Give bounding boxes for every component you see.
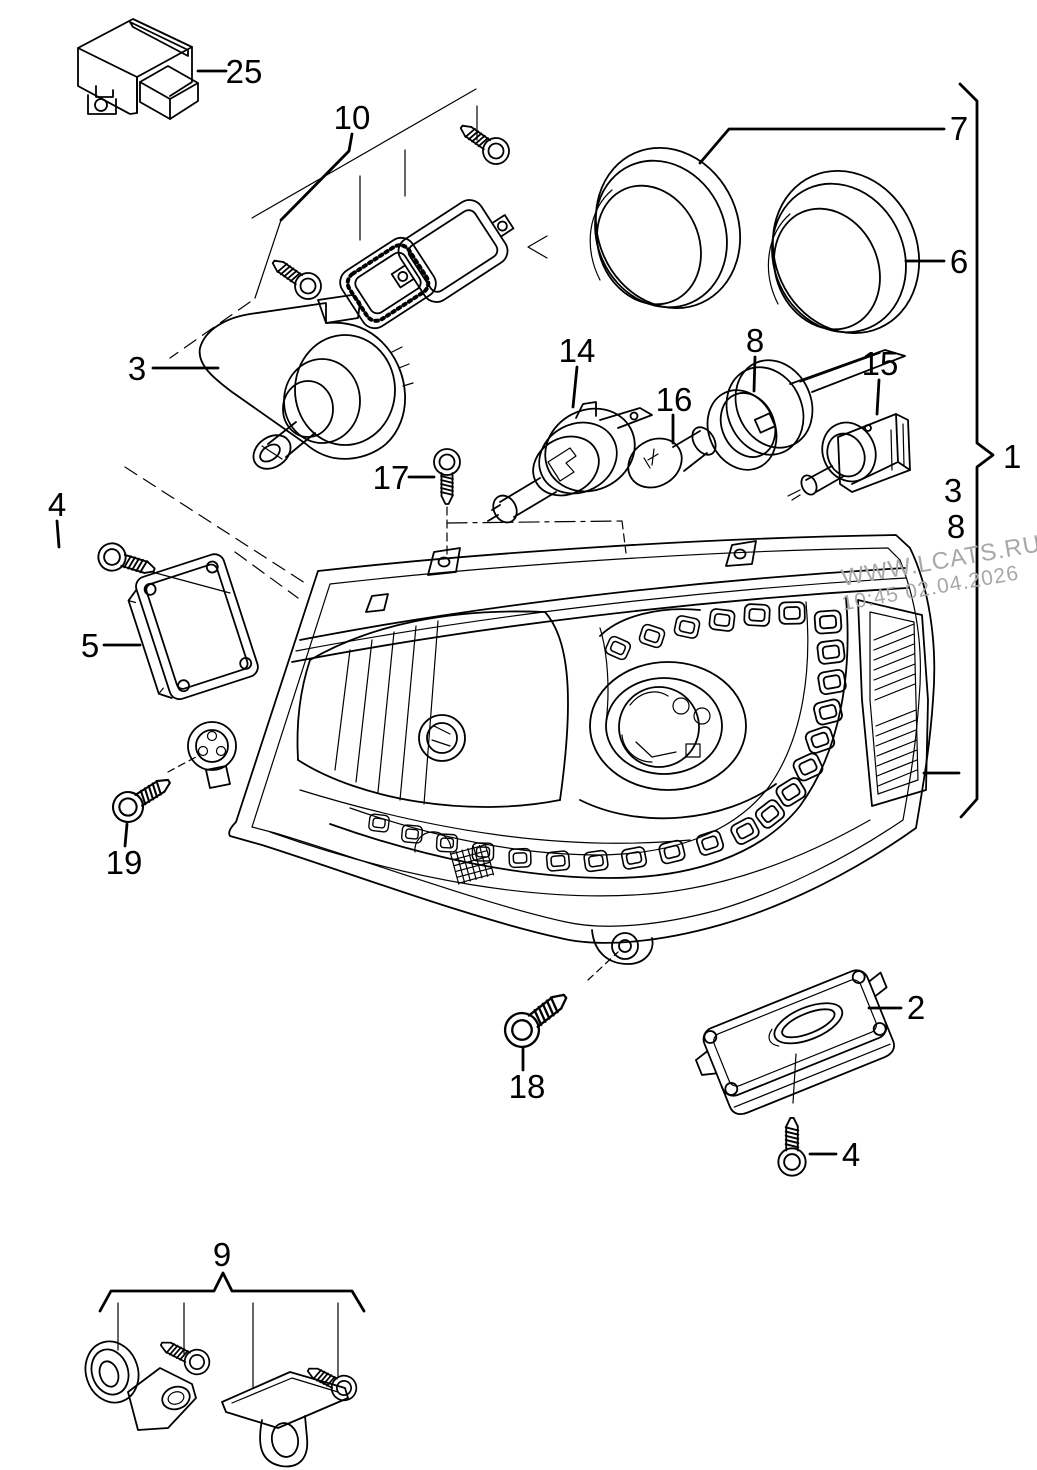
part-xenon-bulb <box>787 413 911 501</box>
axis-screw18 <box>587 951 619 981</box>
leader-7 <box>698 127 946 165</box>
part-label-15: 15 <box>862 345 899 382</box>
part-bulb-h7 <box>487 401 653 524</box>
axis-screw4-bottom <box>792 1053 797 1104</box>
part-label-4-bottom: 4 <box>842 1136 860 1173</box>
part-label-14: 14 <box>559 332 596 369</box>
part-screw-18 <box>497 981 577 1055</box>
part-bulb-socket <box>706 349 906 471</box>
part-label-7: 7 <box>950 110 968 147</box>
part-leveling-motor <box>198 294 414 470</box>
part-label-9: 9 <box>213 1236 231 1273</box>
part-screw-4-bottom <box>777 1116 807 1177</box>
axis-module <box>234 551 299 599</box>
part-screw-19 <box>106 767 178 829</box>
part-screw-17 <box>433 448 461 505</box>
axis-top <box>446 520 623 524</box>
leaders-9 <box>117 1302 339 1389</box>
part-label-3: 3 <box>128 350 146 387</box>
leader-10 <box>279 132 354 222</box>
part-control-module <box>127 553 259 701</box>
leader-8 <box>752 355 757 393</box>
part-9-bracket <box>221 1371 349 1468</box>
part-cap-small <box>767 169 921 335</box>
part-label-8: 8 <box>746 322 764 359</box>
part-9-grommet <box>84 1340 197 1431</box>
leader-14 <box>571 365 579 409</box>
axis-top-drop <box>621 520 627 554</box>
part-label-25: 25 <box>226 53 263 90</box>
axis-screw19 <box>167 756 197 773</box>
part-label-1: 1 <box>1003 438 1021 475</box>
part-label-16: 16 <box>656 381 693 418</box>
part-relay <box>77 18 199 120</box>
watermark: WWW.LCATS.RU 10:45 02.04.2026 <box>839 530 1037 615</box>
part-9-screw-a <box>154 1332 215 1380</box>
part-label-4-top: 4 <box>48 486 66 523</box>
part-ballast-unit <box>695 969 895 1115</box>
part-cap-large <box>589 146 742 310</box>
part-label-10: 10 <box>334 99 371 136</box>
bracket-9 <box>98 1271 366 1313</box>
part-label-19: 19 <box>106 844 143 881</box>
part-label-6: 6 <box>950 243 968 280</box>
part-9-screw-b <box>301 1358 362 1406</box>
leader-15 <box>875 378 881 416</box>
part-label-variant-3: 3 <box>944 472 962 509</box>
part-headlight-assembly <box>187 534 936 965</box>
part-label-18: 18 <box>509 1068 546 1105</box>
part-label-5: 5 <box>81 627 99 664</box>
axis-motor <box>124 466 306 584</box>
part-label-2: 2 <box>907 989 925 1026</box>
leader-4-top <box>55 519 61 549</box>
part-label-variant-8: 8 <box>947 508 965 545</box>
part-frame-kit <box>169 88 548 359</box>
assembly-bracket <box>958 82 995 819</box>
part-screw-4-top <box>94 539 160 584</box>
part-label-17: 17 <box>373 459 410 496</box>
leader-19 <box>123 822 129 848</box>
part-bulb-small <box>627 426 717 489</box>
axis-screw4 <box>151 571 231 594</box>
